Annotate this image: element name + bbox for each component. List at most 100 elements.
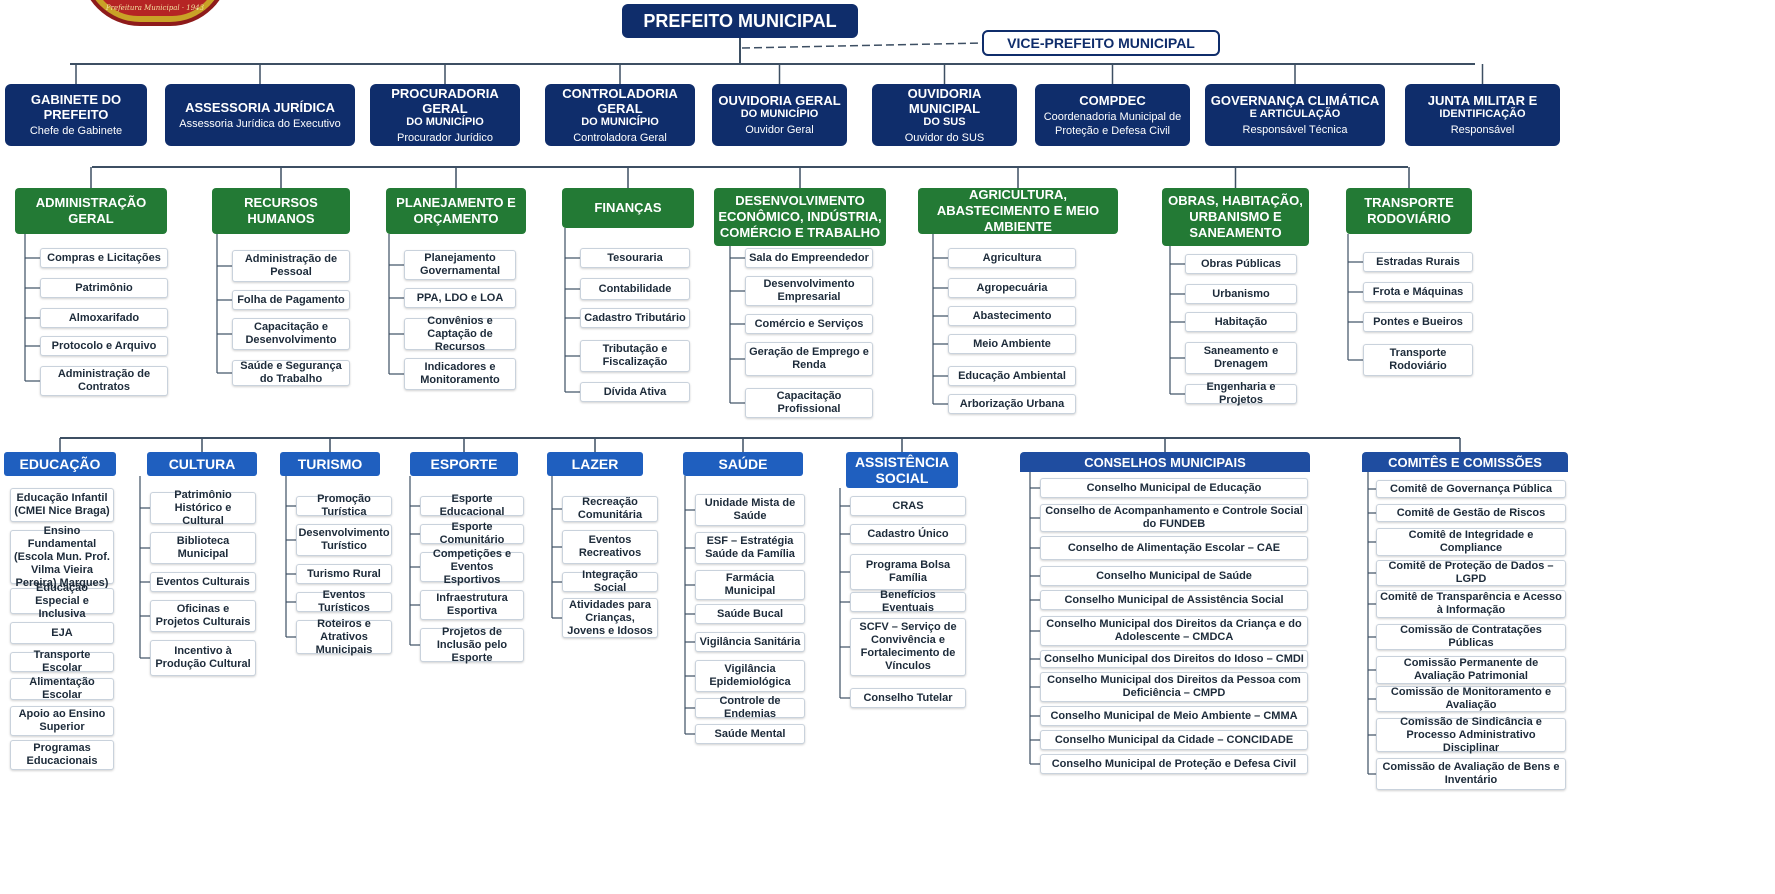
council-item-label: Conselho de Acompanhamento e Controle So… [1045,505,1303,530]
department-item: Urbanismo [1185,284,1297,304]
social-item-label: Patrimônio Histórico e Cultural [174,488,232,527]
mayor-box: PREFEITO MUNICIPAL [622,4,858,38]
council-item-label: Conselho Municipal de Educação [1086,481,1262,494]
social-item-label: Programas Educacionais [26,742,98,767]
department-item-label: Folha de Pagamento [237,293,345,306]
department-item-label: Almoxarifado [68,311,140,324]
department-item: Dívida Ativa [580,382,690,402]
council-item-label: Conselho Municipal da Cidade – CONCIDADE [1054,733,1294,746]
committee-item: Comitê de Governança Pública [1376,480,1566,498]
department-item-label: Obras Públicas [1200,257,1282,270]
committee-item-label: Comissão Permanente de Avaliação Patrimo… [1403,657,1539,682]
advisory-note: Ouvidor Geral [745,124,814,136]
department-title: ADMINISTRAÇÃO GERAL [35,195,147,226]
advisory-subtitle: E ARTICULAÇÃO [1249,108,1341,120]
committee-item-label: Comissão de Contratações Públicas [1400,624,1542,649]
department-box: ADMINISTRAÇÃO GERAL [15,188,167,234]
advisory-note: Chefe de Gabinete [29,125,123,137]
department-item: Transporte Rodoviário [1363,344,1473,376]
committee-item-label: Comitê de Gestão de Riscos [1396,506,1546,519]
social-title: EDUCAÇÃO [19,456,101,472]
social-item: Competições e Eventos Esportivos [420,548,524,586]
social-item-label: Educação Infantil (CMEI Nice Braga) [14,492,110,517]
committee-item: Comitê de Gestão de Riscos [1376,504,1566,522]
department-item-label: Estradas Rurais [1376,255,1460,268]
social-item: Recreação Comunitária [562,496,658,522]
advisory-note: Coordenadoria Municipal de Proteção e De… [1043,110,1182,137]
committee-item: Comitê de Proteção de Dados – LGPD [1376,560,1566,586]
social-title: ESPORTE [430,456,498,472]
committee-item: Comissão de Contratações Públicas [1376,624,1566,650]
advisory-title: PROCURADORIA GERAL [391,85,499,116]
advisory-title: GOVERNANÇA CLIMÁTICA [1210,93,1380,108]
social-box: ASSISTÊNCIA SOCIAL [846,452,958,488]
council-item-label: Conselho Municipal dos Direitos da Pesso… [1047,674,1301,699]
committee-item-label: Comitê de Integridade e Compliance [1408,529,1534,554]
department-item-label: Urbanismo [1212,287,1270,300]
department-item: Estradas Rurais [1363,252,1473,272]
department-box: PLANEJAMENTO E ORÇAMENTO [386,188,526,234]
council-item: Conselho Municipal dos Direitos da Crian… [1040,616,1308,646]
social-item: Biblioteca Municipal [150,532,256,564]
social-item: Projetos de Inclusão pelo Esporte [420,626,524,664]
department-item: Protocolo e Arquivo [40,336,168,356]
council-item: Conselho Municipal da Cidade – CONCIDADE [1040,730,1308,750]
council-item: Conselho Municipal de Saúde [1040,566,1308,586]
advisory-note: Responsável Técnica [1242,124,1348,136]
department-item: Meio Ambiente [948,334,1076,354]
department-item-label: Contabilidade [598,282,672,295]
social-item: Vigilância Sanitária [695,632,805,652]
social-item-label: Vigilância Epidemiológica [709,663,791,688]
department-title: AGRICULTURA, ABASTECIMENTO E MEIO AMBIEN… [936,187,1100,234]
social-item: Alimentação Escolar [10,676,114,701]
department-item: Pontes e Bueiros [1363,312,1473,332]
social-box: ESPORTE [410,452,518,476]
social-item-label: Eventos Culturais [156,575,250,588]
social-title: SAÚDE [718,456,768,472]
social-item-label: Eventos Turísticos [318,589,370,614]
committee-item: Comissão de Sindicância e Processo Admin… [1376,716,1566,754]
council-item-label: Conselho Municipal dos Direitos do Idoso… [1044,652,1304,665]
social-item-label: Esporte Educacional [439,493,505,518]
department-title: DESENVOLVIMENTO ECONÔMICO, INDÚSTRIA, CO… [718,193,882,240]
committee-item-label: Comissão de Avaliação de Bens e Inventár… [1382,761,1560,786]
advisory-subtitle: DO MUNICÍPIO [581,115,659,128]
department-item-label: Planejamento Governamental [419,252,501,277]
advisory-title: ASSESSORIA JURÍDICA [185,99,335,115]
council-item: Conselho Municipal de Assistência Social [1040,590,1308,610]
social-item: Atividades para Crianças, Jovens e Idoso… [562,598,658,638]
department-item: Indicadores e Monitoramento [404,358,516,390]
committee-item: Comissão de Monitoramento e Avaliação [1376,686,1566,712]
advisory-box: GABINETE DO PREFEITO Chefe de Gabinete [5,84,147,146]
department-item: Capacitação Profissional [745,388,873,418]
department-item: Habitação [1185,312,1297,332]
advisory-title: GABINETE DO PREFEITO [30,92,122,122]
advisory-note: Responsável [1450,124,1515,136]
department-item: Folha de Pagamento [232,290,350,310]
social-item-label: Competições e Eventos Esportivos [432,547,512,586]
department-item-label: Habitação [1214,315,1268,328]
social-item: Cadastro Único [850,524,966,544]
department-item-label: Agropecuária [976,281,1048,294]
department-item-label: Engenharia e Projetos [1206,381,1276,406]
social-item: SCFV – Serviço de Convivência e Fortalec… [850,618,966,676]
department-item: Compras e Licitações [40,248,168,268]
social-item-label: Vigilância Sanitária [699,635,801,648]
social-item: Patrimônio Histórico e Cultural [150,489,256,527]
department-item-label: Indicadores e Monitoramento [420,361,500,386]
social-item-label: Ensino Fundamental (Escola Mun. Prof. Vi… [14,524,110,589]
social-item: CRAS [850,496,966,516]
council-item: Conselho Municipal de Educação [1040,478,1308,498]
social-title: CULTURA [168,456,236,472]
social-item: ESF – Estratégia Saúde da Família [695,532,805,564]
department-item-label: Transporte Rodoviário [1389,347,1447,372]
social-title: ASSISTÊNCIA SOCIAL [854,454,950,486]
advisory-title: JUNTA MILITAR E [1427,93,1538,108]
advisory-subtitle: DO SUS [923,115,966,128]
social-item: Apoio ao Ensino Superior [10,706,114,736]
advisory-note: Procurador Jurídico [397,131,493,144]
